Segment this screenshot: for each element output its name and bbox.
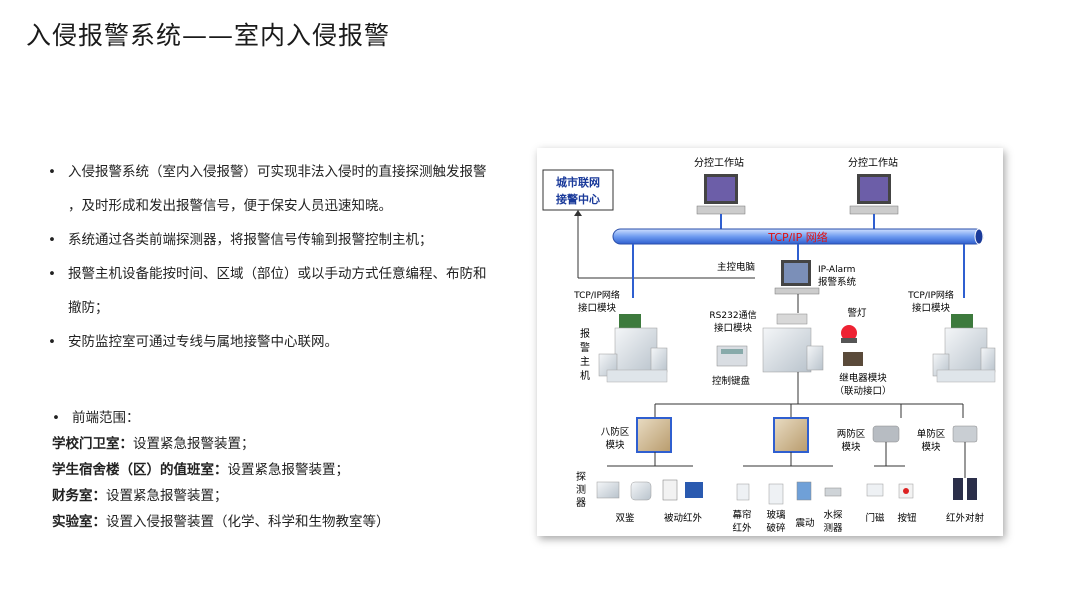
bullet-text: 报警主机设备能按时间、区域（部位）或以手动方式任意编程、布防和 [68,266,487,282]
scope-item: 财务室：设置紧急报警装置； [52,483,532,509]
scope-label: 学校门卫室： [52,436,133,452]
scope-label: 学生宿舍楼（区）的值班室： [52,462,228,478]
tcp-left-line2: 接口模块 [578,302,617,314]
bullet-text: 系统通过各类前端探测器，将报警信号传输到报警控制主机； [68,232,433,248]
diagram-svg: 城市联网 接警中心 分控工作站 分控工作站 TCP/IP 网络 主控电脑 IP-… [542,156,996,534]
eight-zone-module-2-icon [773,417,809,453]
host-right-equipment [932,314,996,383]
warning-light-icon [841,325,857,343]
description-list: 入侵报警系统（室内入侵报警）可实现非法入侵时的直接探测触发报警 ，及时形成和发出… [48,155,528,359]
single-zone-line1: 单防区 [917,428,946,440]
vibration-label: 震动 [795,518,814,529]
door-label: 门磁 [865,512,885,524]
curtain-line1: 幕帘 [732,509,751,521]
two-zone-line2: 模块 [841,441,861,453]
rs232-line2: 接口模块 [714,322,753,334]
button-label: 按钮 [897,512,917,524]
glass-line1: 玻璃 [766,509,785,521]
dual-detector-2-icon [630,481,652,501]
scope-text: 设置入侵报警装置（化学、科学和生物教室等） [106,514,390,530]
page-title: 入侵报警系统——室内入侵报警 [26,21,391,50]
pir-detector-icon [662,479,678,501]
glass-line2: 破碎 [766,522,786,534]
scope-list: 前端范围： 学校门卫室：设置紧急报警装置； 学生宿舍楼（区）的值班室：设置紧急报… [52,405,532,535]
detector-vertical-label: 探 测 器 [576,470,586,509]
scope-label: 财务室： [52,488,106,504]
tcp-left-line1: TCP/IP网络 [573,289,620,301]
curtain-detector-icon [736,483,750,501]
warning-light-label: 警灯 [847,307,867,319]
scope-text: 设置紧急报警装置； [227,462,350,478]
main-pc-icon [774,260,820,295]
two-zone-line1: 两防区 [837,428,866,440]
scope-text: 设置紧急报警装置； [106,488,228,504]
center-host-equipment [762,313,824,373]
svg-text:器: 器 [576,497,586,509]
workstation-right-icon [849,174,899,215]
dual-detector-icon [596,481,620,499]
svg-text:警: 警 [580,341,590,354]
svg-text:测: 测 [576,483,586,496]
dual-label: 双鉴 [615,512,635,524]
city-center-box [542,169,614,211]
bullet-item: 安防监控室可通过专线与属地接警中心联网。 [48,325,528,359]
keyboard-label: 控制键盘 [712,375,751,387]
bullet-continuation: ，及时形成和发出报警信号，便于保安人员迅速知晓。 [68,198,392,214]
relay-line2: （联动接口） [834,385,891,397]
scope-text: 设置紧急报警装置； [133,436,255,452]
vibration-detector-icon [796,481,812,501]
workstation-left-label: 分控工作站 [694,156,744,169]
bullet-item: 系统通过各类前端探测器，将报警信号传输到报警控制主机； [48,223,528,257]
curtain-line2: 红外 [732,522,752,534]
beam-label: 红外对射 [946,512,985,524]
water-detector-icon [824,487,842,497]
workstation-left-icon [696,174,746,215]
svg-text:探: 探 [576,470,586,483]
pir-label: 被动红外 [664,512,703,524]
bullet-text: 安防监控室可通过专线与属地接警中心联网。 [68,334,338,350]
keyboard-icon [716,345,748,367]
single-zone-line2: 模块 [921,441,941,453]
eight-zone-line1: 八防区 [601,426,630,438]
bullet-text: 入侵报警系统（室内入侵报警）可实现非法入侵时的直接探测触发报警 [68,164,487,180]
scope-item: 学生宿舍楼（区）的值班室：设置紧急报警装置； [52,457,532,483]
relay-module-icon [843,352,863,366]
network-label: TCP/IP 网络 [767,230,827,244]
host-vertical-label: 报 警 主 机 [580,327,590,382]
tcp-right-line1: TCP/IP网络 [907,289,954,301]
single-zone-module-icon [952,425,978,443]
scope-item: 实验室：设置入侵报警装置（化学、科学和生物教室等） [52,509,532,535]
beam-detector-2-icon [967,478,977,500]
bullet-item: 报警主机设备能按时间、区域（部位）或以手动方式任意编程、布防和 [48,257,528,291]
tcp-right-line2: 接口模块 [912,302,951,314]
workstation-right-label: 分控工作站 [848,156,898,169]
beam-detector-icon [953,478,963,500]
city-center-line1: 城市联网 [556,175,600,189]
ip-alarm-line1: IP-Alarm [818,265,855,275]
water-line1: 水探 [823,509,843,521]
city-center-line2: 接警中心 [556,192,600,206]
ip-alarm-line2: 报警系统 [818,276,857,288]
glass-break-icon [768,483,784,505]
bullet-item: 入侵报警系统（室内入侵报警）可实现非法入侵时的直接探测触发报警 [48,155,528,189]
main-pc-label: 主控电脑 [717,261,755,273]
rs232-line1: RS232通信 [709,309,756,321]
host-left-equipment [598,314,668,383]
svg-text:主: 主 [580,356,590,368]
water-line2: 测器 [823,523,843,534]
svg-text:报: 报 [580,327,590,340]
relay-line1: 继电器模块 [839,372,887,384]
system-diagram: 城市联网 接警中心 分控工作站 分控工作站 TCP/IP 网络 主控电脑 IP-… [537,148,1003,536]
scope-label: 实验室： [52,514,106,530]
eight-zone-line2: 模块 [605,439,625,451]
pir-detector-2-icon [685,482,703,498]
scope-heading: 前端范围： [52,405,532,431]
scope-item: 学校门卫室：设置紧急报警装置； [52,431,532,457]
eight-zone-module-icon [636,417,672,453]
two-zone-module-icon [872,425,900,443]
svg-text:机: 机 [580,369,590,382]
door-contact-icon [866,483,884,497]
bullet-continuation: 撤防； [68,300,109,316]
